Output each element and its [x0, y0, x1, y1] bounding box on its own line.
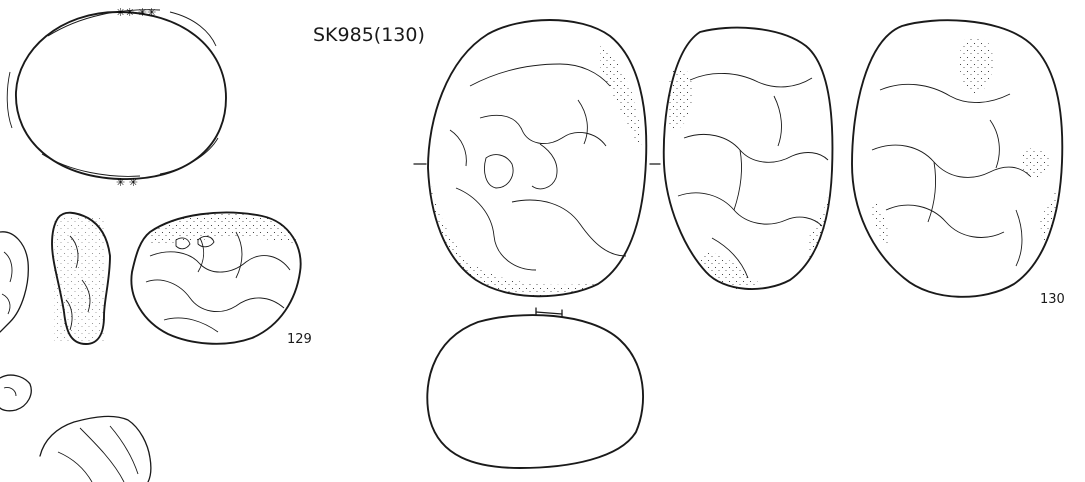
site-label-sk985: SK985(130)	[313, 24, 425, 46]
flake-fragment-lower	[0, 374, 152, 482]
asterisk-marks-top: ✳✳ ✳✳	[116, 6, 156, 19]
artifact-130-cross-section	[426, 307, 645, 469]
flake-dorsal-view-129	[130, 211, 302, 345]
artifact-number-129: 129	[287, 332, 312, 347]
artifact-130-side-view	[649, 26, 834, 291]
artifact-130-front-view	[413, 19, 648, 298]
artifact-130-back-view	[851, 19, 1064, 298]
flake-side-view	[51, 211, 111, 345]
section-outline-129: ✳✳ ✳✳ ✳ ✳	[6, 6, 227, 189]
flake-view-partial	[0, 231, 29, 333]
asterisk-marks-bottom: ✳ ✳	[116, 176, 138, 189]
artifact-number-130: 130	[1040, 292, 1065, 307]
